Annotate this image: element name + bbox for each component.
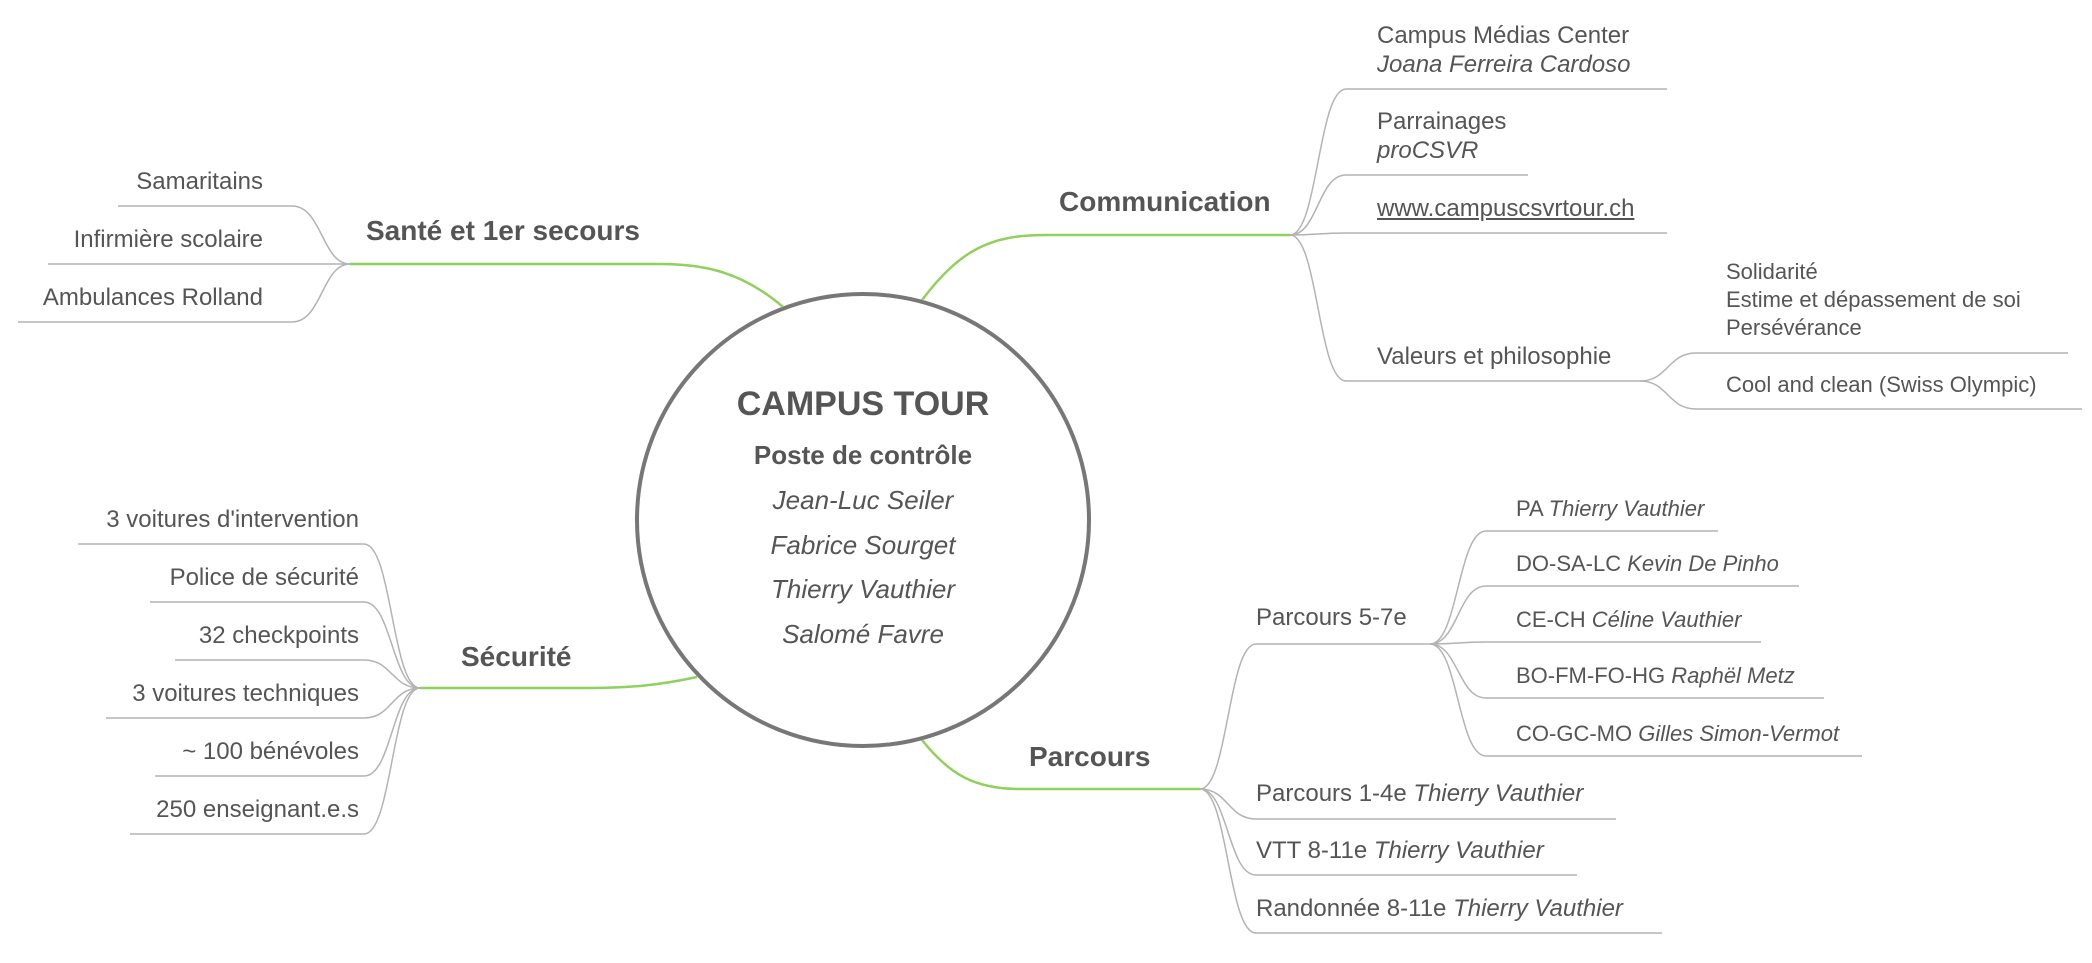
parcours-other-item: VTT 8-11e Thierry Vauthier (1256, 837, 1544, 865)
comm-website-wrap: www.campuscsvrtour.ch (1377, 195, 1634, 223)
valeurs-item: Estime et dépassement de soi (1726, 287, 2021, 312)
branch-parcours-title: Parcours (1029, 741, 1151, 772)
center-subtitle: Poste de contrôle (753, 440, 973, 470)
parcours-code: PA (1516, 496, 1543, 521)
parcours-57-item: DO-SA-LC Kevin De Pinho (1516, 550, 1779, 578)
comm-valeurs-label: Valeurs et philosophie (1377, 343, 1612, 370)
parcours-57-item: CE-CH Céline Vauthier (1516, 606, 1741, 634)
links-sante (18, 205, 351, 323)
branch-communication-title: Communication (1059, 186, 1271, 217)
securite-item: 250 enseignant.e.s (156, 796, 359, 823)
parcours-other-person: Thierry Vauthier (1453, 895, 1623, 922)
parcours-code: CO-GC-MO (1516, 721, 1633, 746)
branch-sante-title: Santé et 1er secours (366, 215, 640, 246)
link-securite (420, 675, 698, 690)
links-securite (78, 543, 421, 835)
branch-securite-title: Sécurité (461, 641, 572, 672)
parcours-other-label: Parcours 1-4e (1256, 780, 1407, 807)
center-person: Jean-Luc Seiler (772, 485, 954, 515)
valeurs-item: Persévérance (1726, 315, 1862, 340)
sante-item: Samaritains (136, 168, 263, 195)
parcours-57-item: PA Thierry Vauthier (1516, 495, 1704, 523)
parcours-person: Thierry Vauthier (1548, 496, 1705, 521)
comm-medias-label: Campus Médias Center (1377, 22, 1630, 49)
parcours-code: DO-SA-LC (1516, 551, 1622, 576)
valeurs-item: Cool and clean (Swiss Olympic) (1726, 372, 2037, 397)
parcours-other-label: Randonnée 8-11e (1256, 895, 1447, 922)
securite-item: 32 checkpoints (198, 622, 359, 649)
parcours-person: Gilles Simon-Vermot (1638, 721, 1840, 746)
link-communication (921, 233, 1290, 301)
securite-item: ~ 100 bénévoles (182, 738, 359, 765)
parcours-other-person: Thierry Vauthier (1413, 780, 1584, 807)
parcours-57-item: BO-FM-FO-HG Raphël Metz (1516, 662, 1795, 690)
links-parcours (1199, 643, 1662, 934)
links-valeurs (1639, 352, 2082, 410)
valeurs-item: Solidarité (1726, 259, 1818, 284)
parcours-person: Kevin De Pinho (1627, 551, 1779, 576)
sante-item: Infirmière scolaire (73, 226, 263, 253)
website-link[interactable]: www.campuscsvrtour.ch (1377, 195, 1635, 222)
comm-medias-person: Joana Ferreira Cardoso (1377, 51, 1631, 78)
securite-item: 3 voitures d'intervention (106, 506, 359, 533)
securite-item: Police de sécurité (169, 564, 359, 591)
parcours-other-person: Thierry Vauthier (1373, 837, 1544, 864)
parcours-other-item: Parcours 1-4e Thierry Vauthier (1256, 780, 1583, 808)
securite-item: 3 voitures techniques (132, 680, 359, 707)
link-parcours (921, 739, 1200, 791)
center-title: CAMPUS TOUR (736, 385, 990, 423)
links-parcours-57 (1429, 530, 1862, 757)
parcours-code: BO-FM-FO-HG (1516, 663, 1666, 688)
center-person: Salomé Favre (782, 619, 944, 649)
comm-parrainages-label: Parrainages (1377, 108, 1507, 135)
center-node (635, 292, 1091, 748)
link-sante (350, 262, 784, 308)
parcours-person: Raphël Metz (1671, 663, 1795, 688)
parcours-other-label: VTT 8-11e (1256, 837, 1368, 864)
parcours-57-item: CO-GC-MO Gilles Simon-Vermot (1516, 720, 1839, 748)
parcours-code: CE-CH (1516, 607, 1586, 632)
sante-item: Ambulances Rolland (42, 284, 263, 311)
links-communication (1289, 88, 1667, 382)
comm-parrainages-person: proCSVR (1377, 137, 1479, 164)
parcours-57-label: Parcours 5-7e (1256, 604, 1407, 631)
parcours-other-item: Randonnée 8-11e Thierry Vauthier (1256, 895, 1623, 923)
center-person: Fabrice Sourget (770, 530, 956, 560)
parcours-person: Céline Vauthier (1591, 607, 1742, 632)
center-person: Thierry Vauthier (771, 574, 955, 604)
